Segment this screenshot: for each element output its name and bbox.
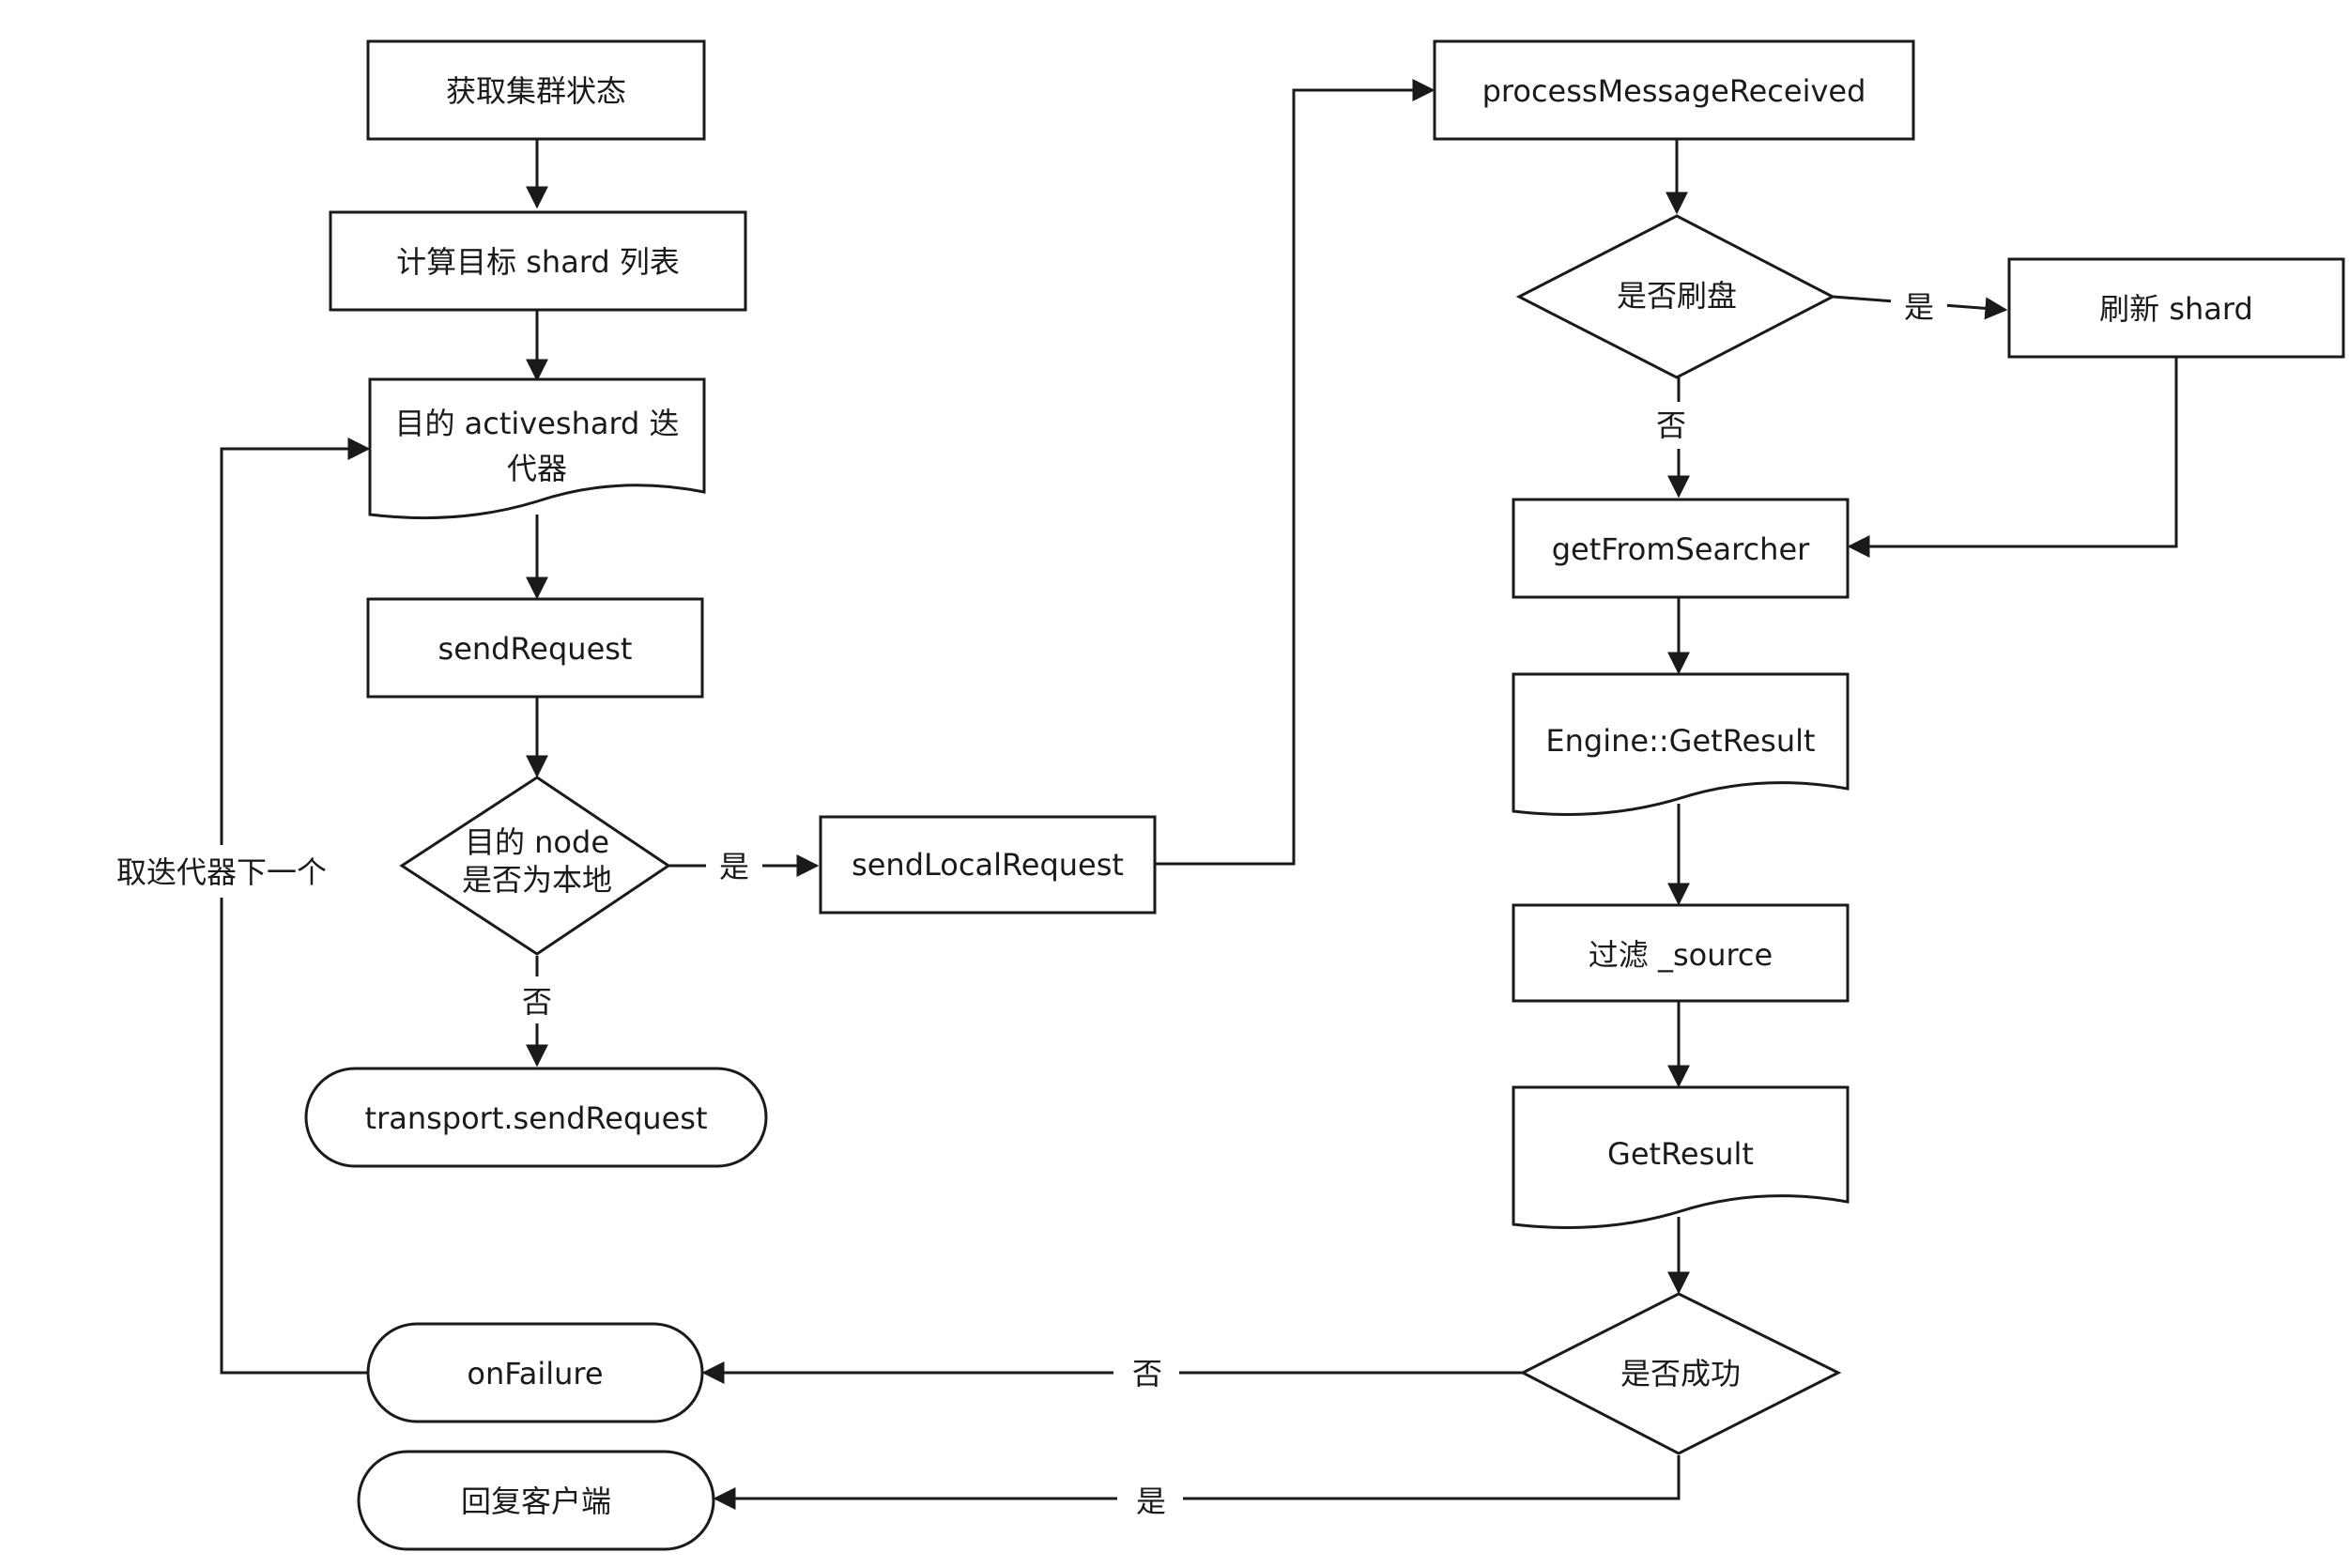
node-send-request bbox=[366, 597, 704, 699]
node-is-success-label: 是否成功 bbox=[1620, 1356, 1741, 1391]
node-is-local-label-2: 是否为本地 bbox=[462, 862, 612, 898]
node-refresh-shard-label: 刷新 shard bbox=[2099, 291, 2253, 327]
node-get-cluster-state-label: 获取集群状态 bbox=[446, 73, 626, 109]
node-on-failure-label: onFailure bbox=[467, 1356, 603, 1391]
node-is-success-decision bbox=[1519, 1292, 1842, 1455]
edge-issuccess-yes bbox=[713, 1455, 1681, 1510]
node-is-flush-label: 是否刷盘 bbox=[1617, 278, 1737, 314]
node-engine-get-result bbox=[1512, 672, 1850, 817]
edge-label-islocal-yes: 是 bbox=[719, 849, 749, 884]
node-engine-get-result-label: Engine::GetResult bbox=[1545, 723, 1815, 759]
edge-label-islocal-no: 否 bbox=[522, 984, 552, 1020]
node-reply-client-label: 回复客户端 bbox=[461, 1483, 611, 1519]
edge-label-isflush-yes: 是 bbox=[1904, 289, 1934, 325]
node-compute-shard-list-label: 计算目标 shard 列表 bbox=[396, 244, 680, 280]
node-send-local-request-label: sendLocalRequest bbox=[852, 847, 1124, 883]
node-is-local-label-1: 目的 node bbox=[465, 824, 609, 860]
node-is-local-decision bbox=[399, 776, 671, 956]
edge-label-next-iterator: 取迭代器下一个 bbox=[116, 854, 327, 890]
edge-refresh-to-searcher bbox=[1847, 357, 2178, 558]
node-active-shard-iterator bbox=[368, 377, 706, 520]
edges bbox=[220, 79, 2178, 1510]
node-active-shard-iterator-label-2: 代器 bbox=[507, 451, 567, 486]
node-get-cluster-state bbox=[366, 39, 706, 141]
node-filter-source-label: 过滤 _source bbox=[1589, 937, 1773, 973]
node-filter-source bbox=[1512, 903, 1850, 1003]
nodes: 获取集群状态 计算目标 shard 列表 目的 activeshard 迭 代器… bbox=[304, 39, 2345, 1551]
node-reply-client bbox=[357, 1450, 715, 1551]
node-get-result-label: GetResult bbox=[1607, 1136, 1754, 1172]
node-active-shard-iterator-label-1: 目的 activeshard 迭 bbox=[394, 406, 679, 441]
node-get-from-searcher bbox=[1512, 498, 1850, 599]
node-get-result bbox=[1512, 1085, 1850, 1230]
edge-labels: 是 否 是 否 否 是 取迭代器下一个 bbox=[101, 282, 1947, 1523]
node-process-message-received-label: processMessageReceived bbox=[1482, 73, 1866, 109]
node-send-local-request bbox=[819, 815, 1157, 915]
edge-label-issuccess-no: 否 bbox=[1132, 1356, 1162, 1391]
edge-failure-loop-to-iterator bbox=[220, 438, 371, 1375]
node-send-request-label: sendRequest bbox=[438, 631, 633, 667]
node-on-failure bbox=[366, 1322, 704, 1423]
node-transport-send-request bbox=[304, 1067, 768, 1168]
node-process-message-received bbox=[1433, 39, 1915, 141]
node-refresh-shard bbox=[2007, 257, 2345, 359]
node-get-from-searcher-label: getFromSearcher bbox=[1552, 531, 1810, 567]
node-transport-send-request-label: transport.sendRequest bbox=[365, 1100, 708, 1136]
node-compute-shard-list bbox=[329, 210, 747, 312]
node-is-flush-decision bbox=[1515, 214, 1836, 379]
edge-sendlocal-to-process bbox=[1155, 79, 1436, 866]
edge-label-issuccess-yes: 是 bbox=[1136, 1483, 1166, 1519]
edge-label-isflush-no: 否 bbox=[1656, 407, 1686, 443]
